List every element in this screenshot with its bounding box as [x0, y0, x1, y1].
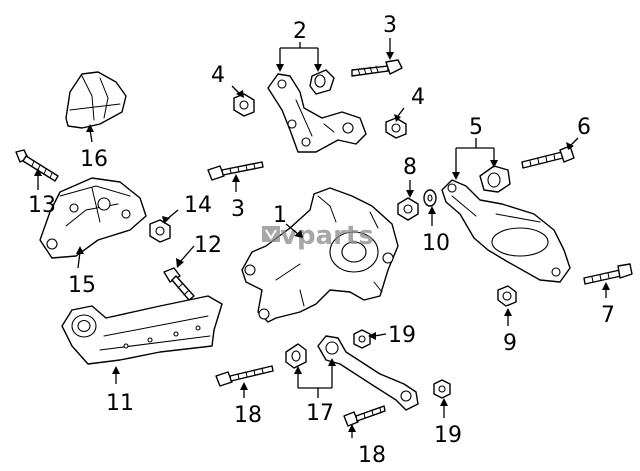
callout-19-upper: 19 [388, 323, 416, 348]
callout-14: 14 [184, 193, 212, 218]
part-13-bolt [15, 149, 59, 182]
part-19-nut-lower [433, 379, 451, 399]
callout-3-middle: 3 [231, 197, 245, 222]
part-10-washer [423, 189, 437, 207]
callout-18-bottom: 18 [358, 443, 386, 468]
part-11-trailing-arm [61, 295, 223, 365]
part-18-bolt-bottom [343, 405, 386, 427]
callout-6: 6 [577, 115, 591, 140]
part-4-nut-left [233, 93, 255, 117]
part-3-bolt-top [351, 59, 403, 77]
part-19-nut-upper [353, 329, 371, 349]
part-17-rod [317, 335, 419, 411]
part-2-upper-arm [267, 73, 367, 153]
part-15-bracket [39, 177, 147, 259]
part-3-bolt-middle [207, 161, 264, 181]
leader-lines [34, 38, 610, 438]
part-14-nut [149, 219, 171, 243]
part-18-bolt-left [215, 365, 274, 387]
callout-15: 15 [68, 273, 96, 298]
callout-5: 5 [469, 115, 483, 140]
callout-1: 1 [273, 203, 287, 228]
part-8-nut [397, 197, 419, 221]
callout-16: 16 [80, 147, 108, 172]
part-1-knuckle [241, 187, 399, 323]
callout-7: 7 [601, 303, 615, 328]
callout-19-lower: 19 [434, 423, 462, 448]
part-9-nut [497, 285, 517, 307]
part-17-bushing [285, 343, 307, 369]
part-12-bolt [163, 267, 195, 301]
part-16-cover [65, 71, 127, 129]
callout-17: 17 [306, 401, 334, 426]
callout-8: 8 [403, 155, 417, 180]
callout-13: 13 [28, 193, 56, 218]
callout-9: 9 [503, 331, 517, 356]
callout-2: 2 [293, 19, 307, 44]
callout-18-left: 18 [234, 403, 262, 428]
part-7-bolt [583, 263, 633, 285]
part-5-bushing [479, 165, 511, 193]
part-5-lower-arm [441, 179, 571, 283]
part-2-bushing [309, 69, 335, 95]
callout-10: 10 [422, 231, 450, 256]
callout-4-left: 4 [211, 63, 225, 88]
callout-3-top: 3 [383, 13, 397, 38]
callout-12: 12 [194, 233, 222, 258]
part-6-bolt [521, 145, 575, 169]
callout-numbers: 2 3 4 4 16 13 3 14 1 12 15 11 5 6 8 10 9… [28, 13, 615, 468]
callout-4-right: 4 [411, 85, 425, 110]
callout-11: 11 [106, 391, 134, 416]
part-4-nut-right [385, 117, 407, 139]
